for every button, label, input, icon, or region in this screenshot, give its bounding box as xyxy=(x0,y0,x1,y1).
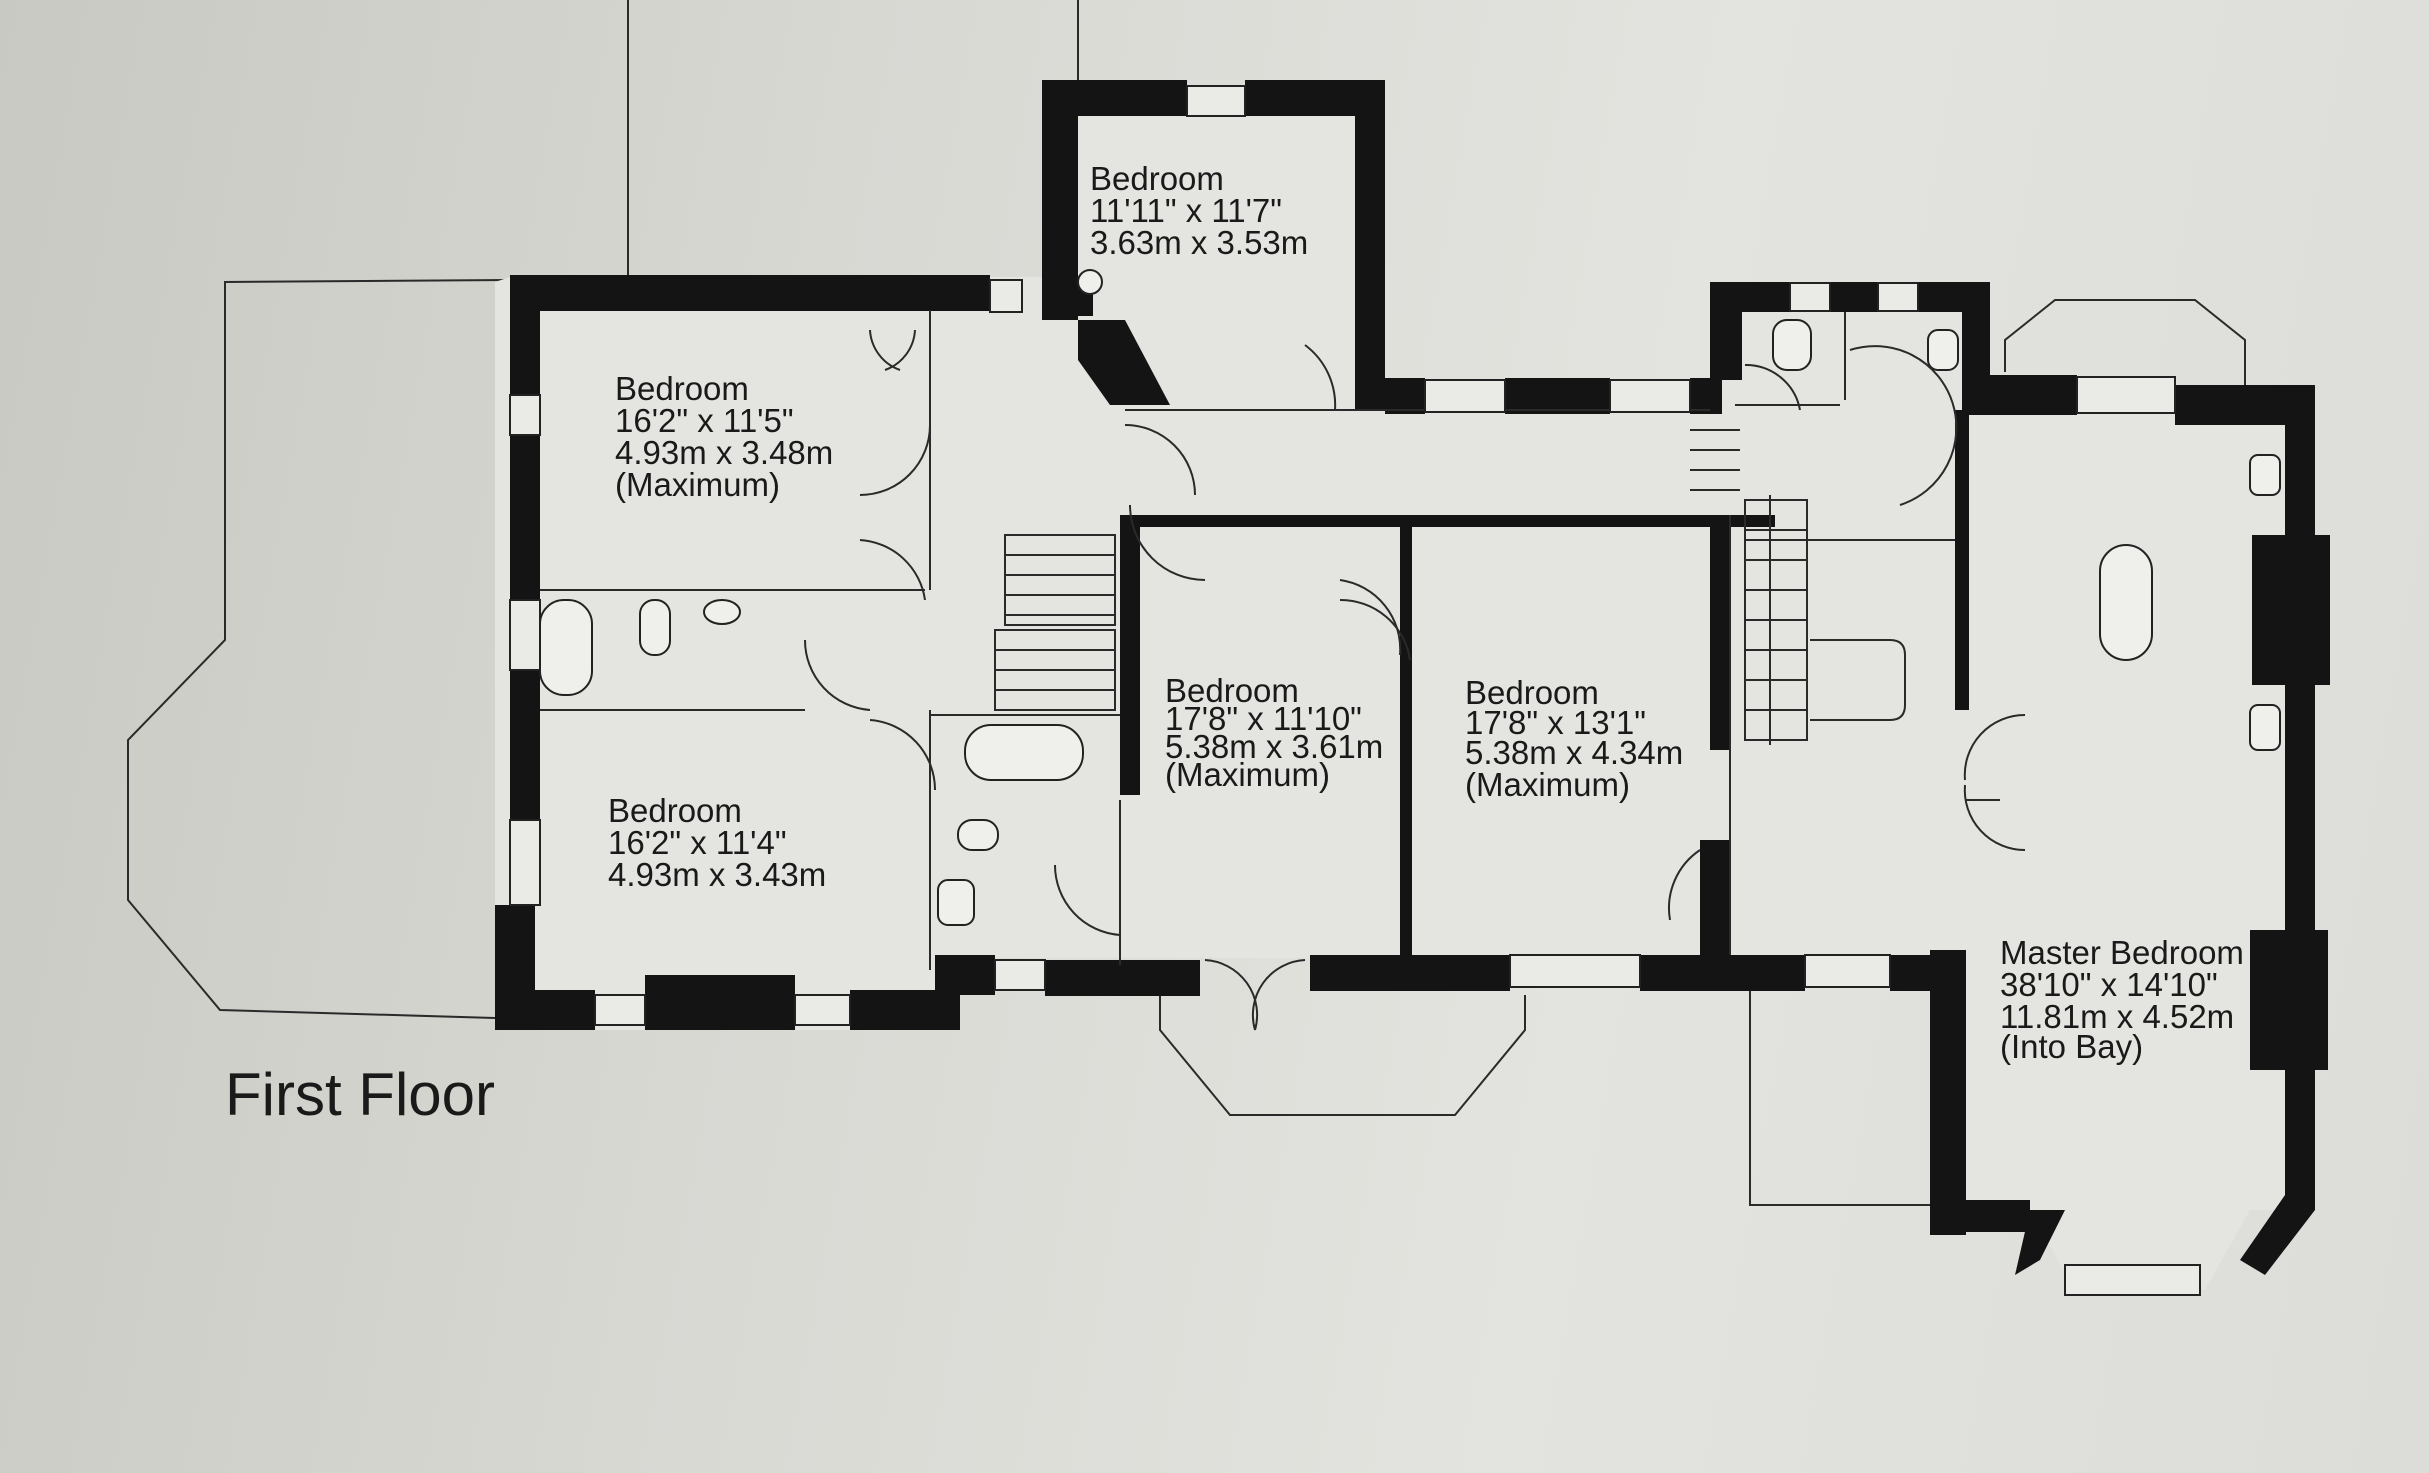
room-imperial: 17'8" x 11'10" xyxy=(1165,700,1362,737)
toilet-icon xyxy=(639,599,671,656)
label-bedroom-lower-left: Bedroom 16'2" x 11'4" 4.93m x 3.43m xyxy=(608,792,826,893)
floor-title: First Floor xyxy=(225,1061,495,1128)
label-bedroom-center-left: Bedroom 17'8" x 11'10" 5.38m x 3.61m (Ma… xyxy=(1165,672,1383,793)
fixtures xyxy=(539,269,2281,1031)
label-bedroom-upper-left: Bedroom 16'2" x 11'5" 4.93m x 3.48m (Max… xyxy=(615,370,833,503)
room-name: Bedroom xyxy=(1090,160,1224,197)
room-name: Bedroom xyxy=(1465,674,1599,711)
room-metric: 4.93m x 3.48m xyxy=(615,434,833,471)
room-note: (Maximum) xyxy=(615,466,780,503)
room-metric: 4.93m x 3.43m xyxy=(608,856,826,893)
label-bedroom-top: Bedroom 11'11" x 11'7" 3.63m x 3.53m xyxy=(1090,160,1308,261)
bath-icon xyxy=(964,724,1084,781)
room-name: Master Bedroom xyxy=(2000,934,2244,971)
room-metric: 5.38m x 4.34m xyxy=(1465,734,1683,771)
room-imperial: 11'11" x 11'7" xyxy=(1090,192,1282,229)
label-master-bedroom: Master Bedroom 38'10" x 14'10" 11.81m x … xyxy=(2000,934,2244,1065)
room-note: (Maximum) xyxy=(1465,766,1630,803)
site-outlines xyxy=(127,0,2246,1206)
windows xyxy=(509,85,2201,1296)
room-imperial: 16'2" x 11'5" xyxy=(615,402,794,439)
room-metric: 5.38m x 3.61m xyxy=(1165,728,1383,765)
partitions xyxy=(540,310,2000,970)
room-name: Bedroom xyxy=(615,370,749,407)
room-name: Bedroom xyxy=(608,792,742,829)
room-name: Bedroom xyxy=(1165,672,1299,709)
room-note: (Maximum) xyxy=(1165,756,1330,793)
room-metric: 3.63m x 3.53m xyxy=(1090,224,1308,261)
room-metric: 11.81m x 4.52m xyxy=(2000,998,2234,1035)
room-imperial: 16'2" x 11'4" xyxy=(608,824,787,861)
room-imperial: 38'10" x 14'10" xyxy=(2000,966,2218,1003)
label-bedroom-center-right: Bedroom 17'8" x 13'1" 5.38m x 4.34m (Max… xyxy=(1465,674,1683,803)
room-note: (Into Bay) xyxy=(2000,1028,2143,1065)
room-imperial: 17'8" x 13'1" xyxy=(1465,704,1646,741)
